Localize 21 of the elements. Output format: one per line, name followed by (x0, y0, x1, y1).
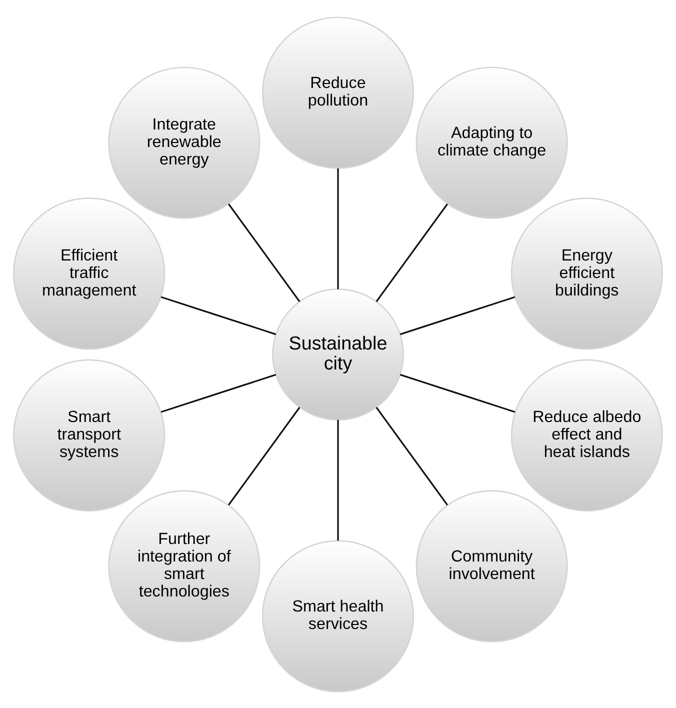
connector (337, 419, 339, 540)
node-circle: Community involvement (416, 490, 568, 642)
node-circle: Further integration of smart technologies (108, 490, 260, 642)
connector (228, 406, 300, 505)
connector (160, 296, 276, 335)
node-circle: Energy efficient buildings (510, 197, 663, 350)
connector (400, 296, 516, 335)
node-circle: Integrate renewable energy (108, 66, 260, 218)
connector (376, 203, 448, 302)
node-circle: Sustainable city (272, 288, 404, 420)
node-circle: Reduce pollution (262, 16, 414, 168)
connector (376, 406, 448, 505)
connector (228, 203, 300, 302)
connector (160, 373, 276, 412)
connector (400, 373, 516, 412)
connector (337, 168, 339, 289)
node-circle: Smart health services (262, 540, 414, 692)
node-circle: Reduce albedo effect and heat islands (510, 358, 663, 511)
node-circle: Adapting to climate change (416, 66, 568, 218)
node-circle: Efficient traffic management (13, 197, 166, 350)
node-circle: Smart transport systems (13, 358, 166, 511)
